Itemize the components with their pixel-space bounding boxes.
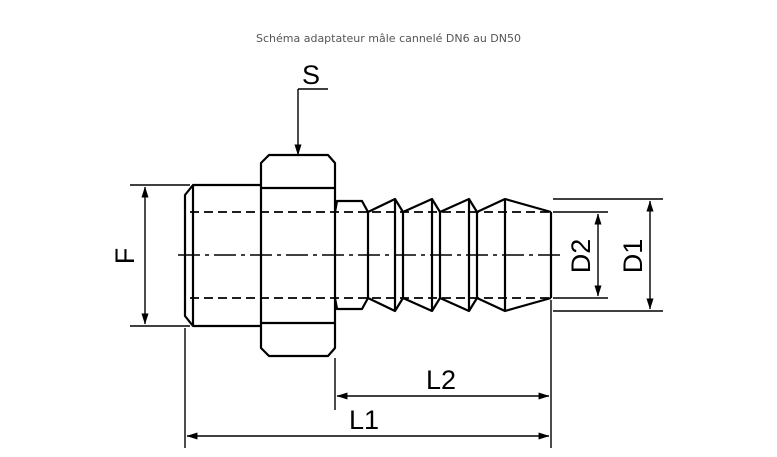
barb-outline-top bbox=[333, 197, 552, 214]
label-l2: L2 bbox=[426, 365, 456, 395]
label-s: S bbox=[302, 60, 320, 90]
diagram-caption: Schéma adaptateur mâle cannelé DN6 au DN… bbox=[256, 32, 521, 45]
label-l1: L1 bbox=[349, 405, 379, 435]
label-f: F bbox=[110, 248, 140, 265]
barb-outline-bottom bbox=[333, 296, 552, 313]
hex-nut bbox=[259, 153, 337, 358]
label-d1: D1 bbox=[618, 239, 648, 274]
label-d2: D2 bbox=[566, 239, 596, 274]
